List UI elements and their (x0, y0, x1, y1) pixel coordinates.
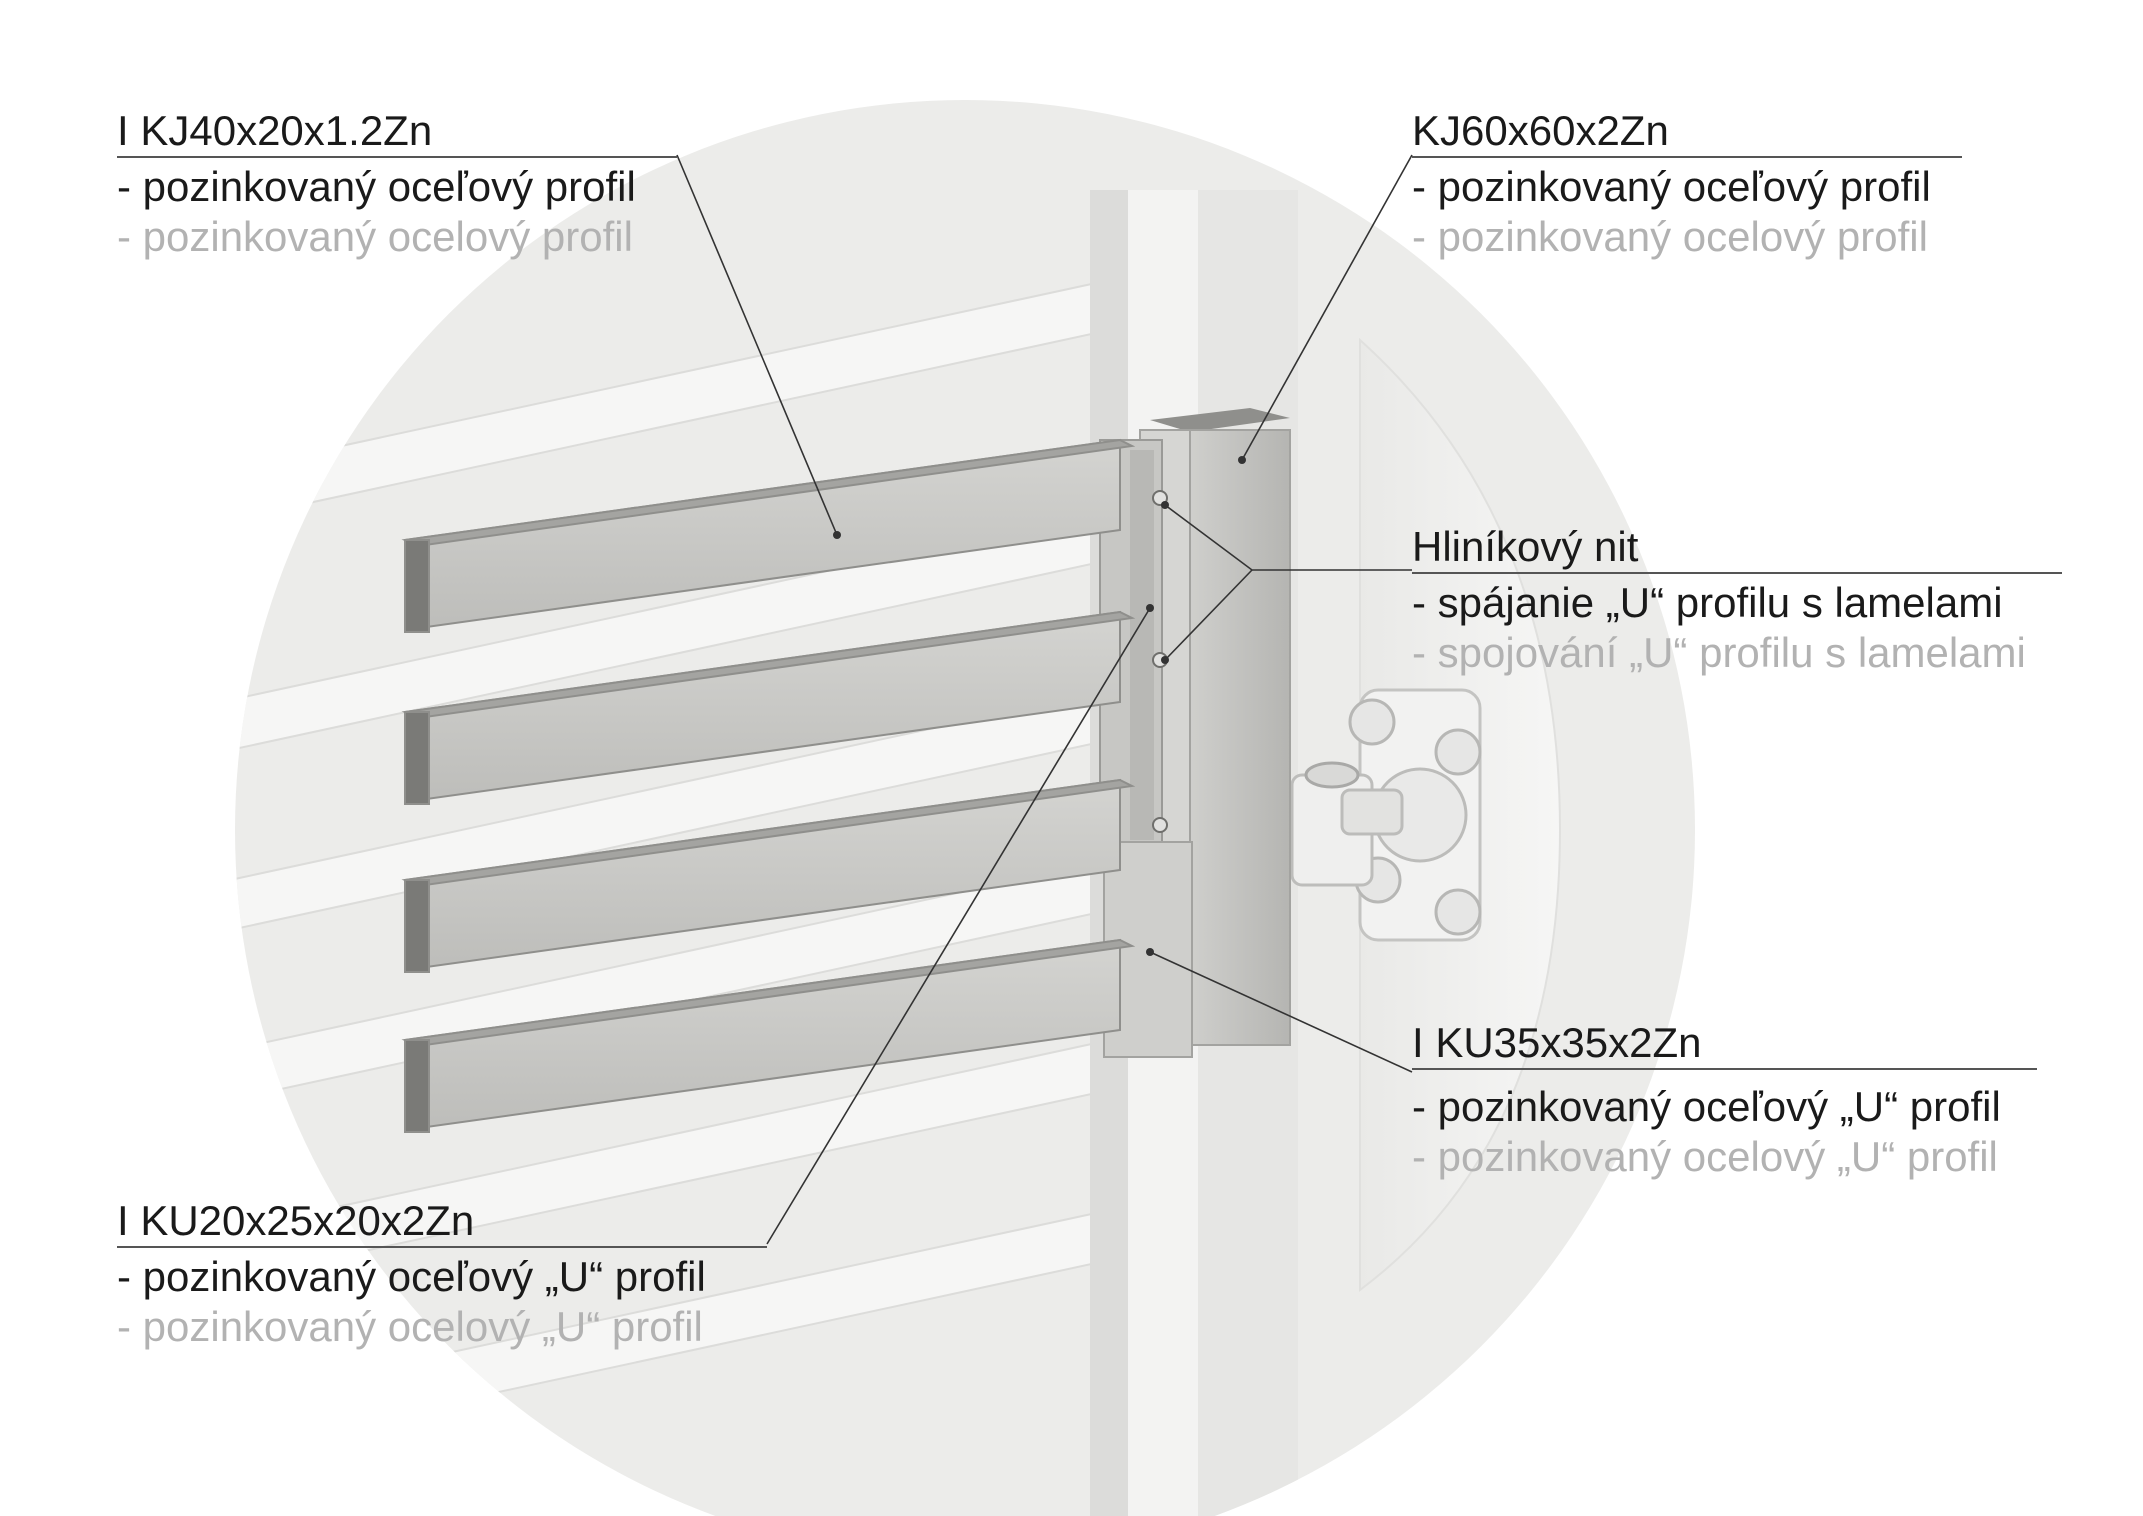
leader-u20 (766, 607, 1151, 1245)
label-post-cz: - pozinkovaný ocelový profil (1412, 213, 1928, 260)
label-u20-rule (117, 1246, 767, 1248)
label-u-profile-20: I KU20x25x20x2Zn - pozinkovaný oceľový „… (117, 1196, 767, 1352)
label-rivet-sk: - spájanie „U“ profilu s lamelami (1412, 579, 2003, 626)
rivet-3 (1152, 817, 1168, 833)
leader-lamella (676, 154, 838, 536)
label-u35-sk: - pozinkovaný oceľový „U“ profil (1412, 1083, 2001, 1130)
label-lamella-title: I KJ40x20x1.2Zn (117, 107, 433, 154)
leader-u35 (1149, 951, 1413, 1073)
lamella-4 (401, 938, 1136, 1133)
label-post: KJ60x60x2Zn - pozinkovaný oceľový profil… (1412, 106, 1962, 262)
label-u20-title: I KU20x25x20x2Zn (117, 1197, 475, 1244)
leader-lines (676, 154, 1413, 1245)
label-rivet: Hliníkový nit - spájanie „U“ profilu s l… (1412, 522, 2062, 678)
label-rivet-rule (1412, 572, 2062, 574)
lamella-2 (401, 610, 1136, 805)
label-lamella-rule (117, 156, 677, 158)
lamella-3 (401, 778, 1136, 973)
label-u20-cz: - pozinkovaný ocelový „U“ profil (117, 1303, 703, 1350)
label-post-sk: - pozinkovaný oceľový profil (1412, 163, 1931, 210)
label-u35-cz: - pozinkovaný ocelový „U“ profil (1412, 1133, 1998, 1180)
label-rivet-title: Hliníkový nit (1412, 523, 1639, 570)
label-post-title: KJ60x60x2Zn (1412, 107, 1669, 154)
label-rivet-cz: - spojování „U“ profilu s lamelami (1412, 629, 2026, 676)
leader-post (1241, 154, 1413, 461)
lamella-1 (401, 438, 1136, 633)
hinge (1290, 688, 1482, 942)
label-lamella-cz: - pozinkovaný ocelový profil (117, 213, 633, 260)
lamellas (401, 438, 1136, 1133)
label-post-rule (1412, 156, 1962, 158)
label-u20-sk: - pozinkovaný oceľový „U“ profil (117, 1253, 706, 1300)
label-u-profile-35: I KU35x35x2Zn - pozinkovaný oceľový „U“ … (1412, 1018, 2037, 1182)
label-lamella: I KJ40x20x1.2Zn - pozinkovaný oceľový pr… (117, 106, 677, 262)
leader-rivet-2 (1164, 569, 1253, 661)
label-lamella-sk: - pozinkovaný oceľový profil (117, 163, 636, 210)
label-u35-title: I KU35x35x2Zn (1412, 1019, 1702, 1066)
label-u35-rule (1412, 1068, 2037, 1070)
